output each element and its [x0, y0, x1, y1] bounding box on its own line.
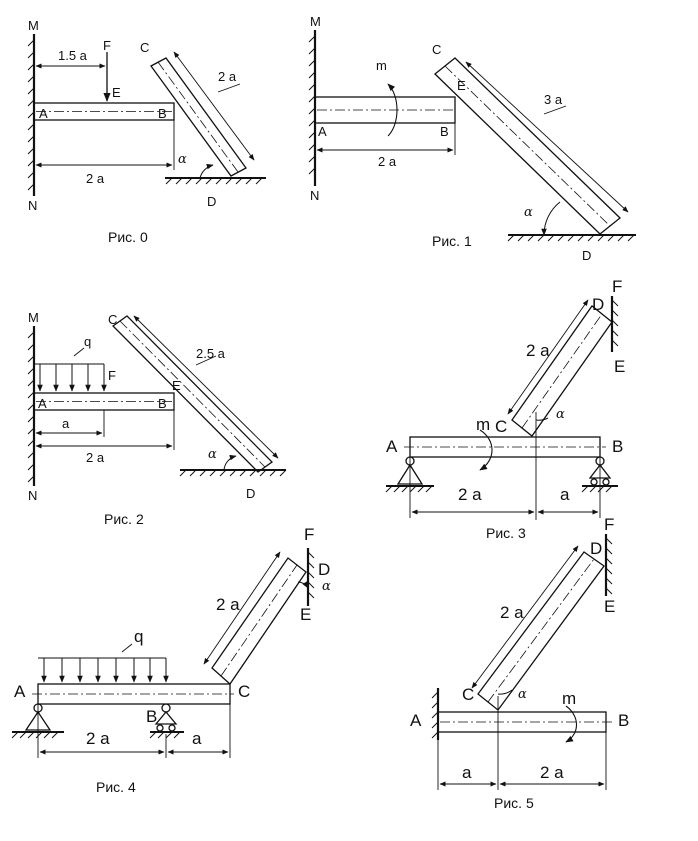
label-d: D	[246, 486, 255, 501]
bar-cd	[477, 551, 605, 711]
label-c: C	[140, 40, 149, 55]
dim-2a-cb: 2 a	[540, 763, 564, 782]
label-f: F	[103, 38, 111, 53]
label-q: q	[84, 334, 91, 349]
figure-1-labels: M N A B C D E m 2 a 3 a α Рис. 1	[310, 14, 591, 263]
label-n: N	[310, 188, 319, 203]
dim-a: a	[62, 416, 70, 431]
dim-a-bc: a	[192, 729, 202, 748]
figure-0-labels: M N A B C D E F 1.5 a 2 a 2 a α Рис. 0	[28, 18, 237, 245]
label-d: D	[592, 295, 604, 314]
caption-3: Рис. 3	[486, 525, 526, 541]
label-f: F	[304, 525, 314, 544]
label-c: C	[462, 685, 474, 704]
label-d: D	[582, 248, 591, 263]
dim-2a-bar: 2 a	[500, 603, 524, 622]
label-m-moment: m	[376, 58, 387, 73]
figure-3	[385, 296, 619, 520]
dim-2a-beam: 2 a	[86, 171, 105, 186]
label-m-moment: m	[562, 689, 576, 708]
label-b: B	[612, 437, 623, 456]
label-e: E	[457, 78, 466, 93]
label-a: A	[410, 711, 422, 730]
bar-cd	[211, 557, 307, 685]
label-m-moment: m	[476, 415, 490, 434]
dim-3a-bar: 3 a	[544, 92, 563, 107]
label-a: A	[386, 437, 398, 456]
label-m: M	[28, 18, 39, 33]
alpha-2: α	[208, 447, 217, 462]
caption-4: Рис. 4	[96, 779, 136, 795]
label-n: N	[28, 488, 37, 503]
label-a: A	[318, 124, 327, 139]
bar-cd	[111, 315, 274, 473]
label-b: B	[440, 124, 449, 139]
figure-4	[11, 548, 315, 758]
dim-1-5a: 1.5 a	[58, 48, 88, 63]
label-e: E	[300, 605, 311, 624]
figure-2-labels: M N A B C D E F q a 2 a 2.5 a α Рис. 2	[28, 310, 255, 527]
label-c: C	[432, 42, 441, 57]
caption-0: Рис. 0	[108, 229, 148, 245]
label-c: C	[495, 417, 507, 436]
alpha-5: α	[518, 687, 527, 702]
moment-m	[387, 83, 398, 137]
label-c: C	[238, 682, 250, 701]
label-b: B	[158, 396, 167, 411]
dim-2-5a-bar: 2.5 a	[196, 346, 226, 361]
label-d: D	[318, 560, 330, 579]
dim-2a-bar: 2 a	[526, 341, 550, 360]
label-a: A	[14, 682, 26, 701]
figure-3-labels: A B C D E F m 2 a a 2 a α Рис. 3	[386, 277, 625, 541]
label-d: D	[590, 539, 602, 558]
label-e: E	[112, 85, 121, 100]
figure-5-labels: A B C D E F m a 2 a 2 a α Рис. 5	[410, 515, 629, 811]
dim-a-cb: a	[560, 485, 570, 504]
label-b: B	[618, 711, 629, 730]
dim-2a-ab: 2 a	[86, 729, 110, 748]
label-a: A	[38, 396, 47, 411]
dim-2a-bar: 2 a	[216, 595, 240, 614]
label-f: F	[604, 515, 614, 534]
dim-a-ac: a	[462, 763, 472, 782]
label-m: M	[310, 14, 321, 29]
caption-5: Рис. 5	[494, 795, 534, 811]
beam-ab	[314, 96, 456, 124]
label-d: D	[207, 194, 216, 209]
figure-1	[308, 30, 636, 242]
figure-0	[27, 34, 266, 196]
alpha-0: α	[178, 152, 187, 167]
label-n: N	[28, 198, 37, 213]
label-f: F	[612, 277, 622, 296]
figure-5	[431, 534, 613, 790]
dim-2a-ac: 2 a	[458, 485, 482, 504]
label-e: E	[614, 357, 625, 376]
figure-2	[27, 315, 287, 486]
dim-2a-beam: 2 a	[378, 154, 397, 169]
alpha-1: α	[524, 205, 533, 220]
label-c: C	[108, 312, 117, 327]
label-e: E	[172, 378, 181, 393]
label-a: A	[39, 106, 48, 121]
label-m: M	[28, 310, 39, 325]
dim-2a-beam: 2 a	[86, 450, 105, 465]
dim-2a-bar: 2 a	[218, 69, 237, 84]
caption-1: Рис. 1	[432, 233, 472, 249]
label-f: F	[108, 368, 116, 383]
alpha-4: α	[322, 579, 331, 594]
caption-2: Рис. 2	[104, 511, 144, 527]
label-q: q	[134, 627, 143, 646]
alpha-3: α	[556, 407, 565, 422]
figure-4-labels: A B C D E F q 2 a a 2 a α Рис. 4	[14, 525, 331, 795]
label-b: B	[158, 106, 167, 121]
label-b: B	[146, 707, 157, 726]
label-e: E	[604, 597, 615, 616]
